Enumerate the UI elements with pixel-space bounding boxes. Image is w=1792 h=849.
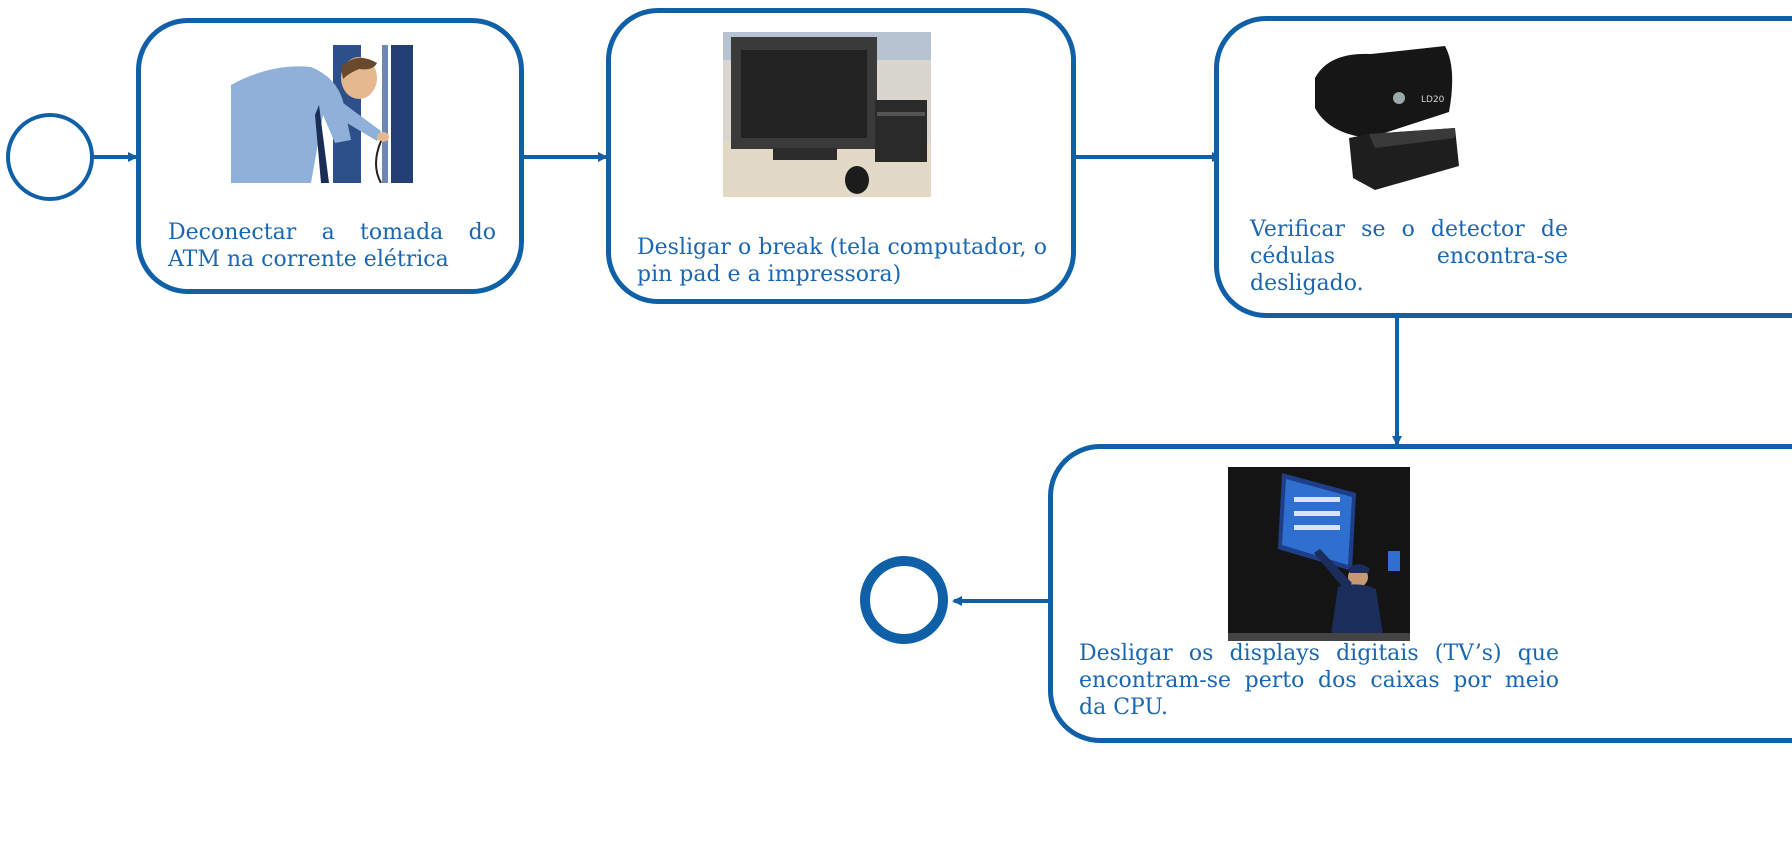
worker-adjusting-wall-display-photo (1228, 467, 1410, 641)
bill-detector-device-photo: LD20 (1309, 38, 1459, 196)
step-1-card: Deconectar a tomada do ATM na corrente e… (136, 18, 524, 294)
computer-and-printer-photo (723, 32, 931, 197)
step-2-text: Desligar o break (tela computador, o pin… (637, 235, 1047, 287)
start-event (6, 113, 94, 201)
step-4-card: Desligar os displays digitais (TV’s) que… (1048, 444, 1792, 743)
device-label: LD20 (1421, 95, 1445, 105)
step-2-card: Desligar o break (tela computador, o pin… (606, 8, 1076, 304)
step-3-card: LD20 Verificar se o detector de cédulas … (1214, 16, 1792, 318)
end-event (860, 556, 948, 644)
step-4-text: Desligar os displays digitais (TV’s) que… (1079, 641, 1559, 720)
step-3-text: Verificar se o detector de cédulas encon… (1250, 217, 1568, 296)
person-unplugging-atm-photo (231, 45, 413, 183)
step-1-text: Deconectar a tomada do ATM na corrente e… (168, 220, 496, 272)
